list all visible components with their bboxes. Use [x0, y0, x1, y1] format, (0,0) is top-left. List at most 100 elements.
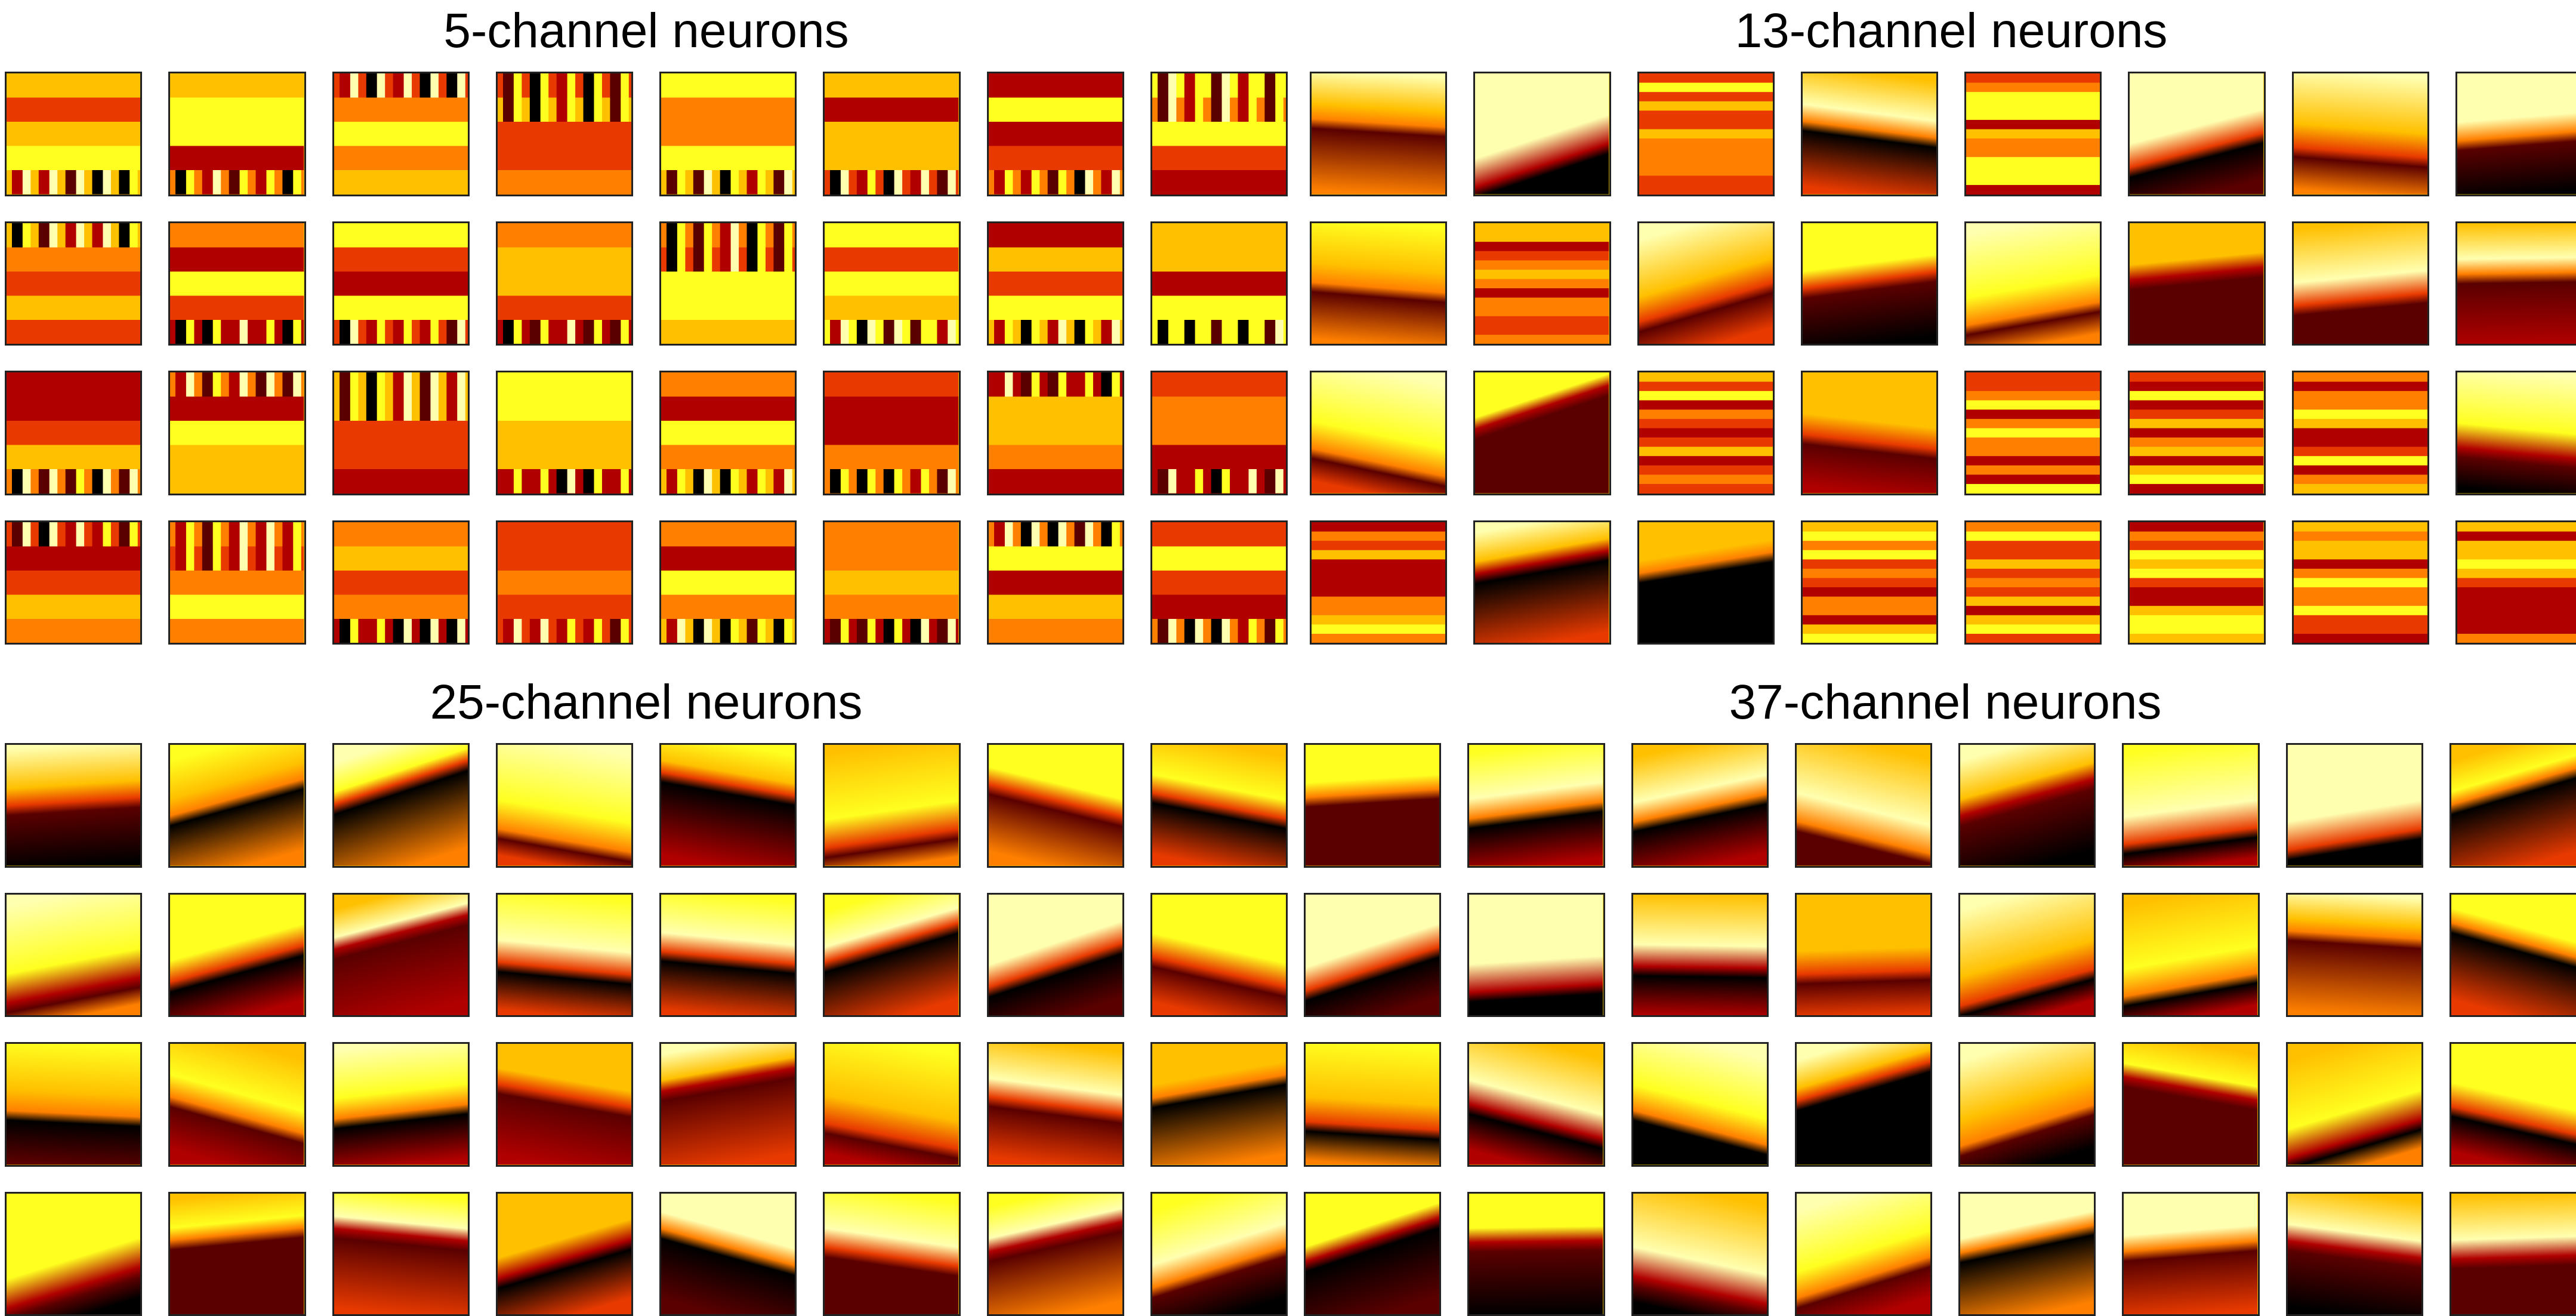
heatmap-tile [1795, 1042, 1932, 1167]
heatmap-tile [332, 520, 470, 645]
heatmap-tile [987, 221, 1124, 346]
heatmap-tile [823, 1192, 960, 1316]
panel-5-channel: 5-channel neurons [5, 0, 1288, 645]
heatmap-tile [1801, 520, 1938, 645]
heatmap-tile [2455, 371, 2576, 495]
heatmap-tile [2128, 221, 2265, 346]
heatmap-tile [659, 371, 797, 495]
heatmap-tile [168, 371, 306, 495]
heatmap-tile [1631, 893, 1769, 1018]
heatmap-tile [5, 1042, 142, 1167]
heatmap-tile [332, 743, 470, 868]
heatmap-tile [496, 743, 633, 868]
heatmap-tile [1150, 893, 1288, 1018]
heatmap-tile [1801, 371, 1938, 495]
heatmap-tile [496, 893, 633, 1018]
heatmap-tile [1631, 1192, 1769, 1316]
heatmap-tile [1801, 72, 1938, 196]
heatmap-tile [2128, 371, 2265, 495]
heatmap-tile [1473, 72, 1611, 196]
heatmap-tile [987, 893, 1124, 1018]
heatmap-tile [2122, 893, 2259, 1018]
heatmap-tile [823, 893, 960, 1018]
heatmap-tile [168, 743, 306, 868]
heatmap-tile [987, 72, 1124, 196]
heatmap-tile [168, 72, 306, 196]
heatmap-tile [1637, 221, 1775, 346]
tile-grid [5, 72, 1288, 645]
heatmap-tile [1150, 1042, 1288, 1167]
heatmap-tile [5, 520, 142, 645]
panel-13-channel: 13-channel neurons [1310, 0, 2576, 645]
heatmap-tile [5, 1192, 142, 1316]
heatmap-tile [987, 371, 1124, 495]
heatmap-tile [1958, 893, 2096, 1018]
tile-grid [1310, 72, 2576, 645]
heatmap-tile [1473, 371, 1611, 495]
panel-title: 37-channel neurons [1304, 674, 2576, 731]
heatmap-tile [659, 520, 797, 645]
heatmap-tile [2122, 743, 2259, 868]
heatmap-tile [1958, 1192, 2096, 1316]
heatmap-tile [823, 221, 960, 346]
heatmap-tile [168, 1042, 306, 1167]
heatmap-tile [2128, 72, 2265, 196]
heatmap-tile [1304, 1192, 1441, 1316]
heatmap-tile [987, 520, 1124, 645]
heatmap-tile [1795, 743, 1932, 868]
heatmap-tile [1467, 893, 1605, 1018]
heatmap-tile [1637, 520, 1775, 645]
heatmap-tile [2286, 743, 2423, 868]
heatmap-tile [2449, 743, 2576, 868]
heatmap-tile [1473, 520, 1611, 645]
heatmap-tile [2449, 893, 2576, 1018]
heatmap-tile [2286, 1192, 2423, 1316]
heatmap-tile [332, 893, 470, 1018]
heatmap-tile [1637, 371, 1775, 495]
heatmap-tile [5, 893, 142, 1018]
heatmap-tile [823, 743, 960, 868]
heatmap-tile [2122, 1042, 2259, 1167]
heatmap-tile [168, 221, 306, 346]
heatmap-tile [987, 1192, 1124, 1316]
heatmap-tile [5, 371, 142, 495]
heatmap-tile [2292, 371, 2429, 495]
heatmap-tile [5, 221, 142, 346]
heatmap-tile [496, 371, 633, 495]
heatmap-tile [2292, 221, 2429, 346]
heatmap-tile [659, 893, 797, 1018]
heatmap-tile [1964, 371, 2102, 495]
heatmap-tile [332, 1042, 470, 1167]
heatmap-tile [168, 1192, 306, 1316]
heatmap-tile [2286, 893, 2423, 1018]
heatmap-tile [1150, 221, 1288, 346]
heatmap-tile [2128, 520, 2265, 645]
heatmap-tile [1304, 1042, 1441, 1167]
heatmap-tile [1310, 371, 1447, 495]
heatmap-tile [2286, 1042, 2423, 1167]
heatmap-tile [987, 1042, 1124, 1167]
heatmap-tile [823, 371, 960, 495]
heatmap-tile [1150, 371, 1288, 495]
heatmap-tile [823, 1042, 960, 1167]
heatmap-tile [823, 520, 960, 645]
heatmap-tile [332, 221, 470, 346]
heatmap-tile [1467, 1042, 1605, 1167]
heatmap-tile [1467, 1192, 1605, 1316]
panel-title: 5-channel neurons [5, 2, 1288, 60]
heatmap-tile [5, 72, 142, 196]
heatmap-tile [659, 1042, 797, 1167]
heatmap-tile [2292, 72, 2429, 196]
heatmap-tile [332, 1192, 470, 1316]
tile-grid [5, 743, 1288, 1316]
heatmap-tile [1964, 520, 2102, 645]
heatmap-tile [659, 221, 797, 346]
heatmap-tile [1958, 1042, 2096, 1167]
heatmap-tile [2292, 520, 2429, 645]
tile-grid [1304, 743, 2576, 1316]
heatmap-tile [2455, 72, 2576, 196]
heatmap-tile [496, 72, 633, 196]
heatmap-tile [1964, 72, 2102, 196]
panel-25-channel: 25-channel neurons [5, 671, 1288, 1316]
heatmap-tile [823, 72, 960, 196]
